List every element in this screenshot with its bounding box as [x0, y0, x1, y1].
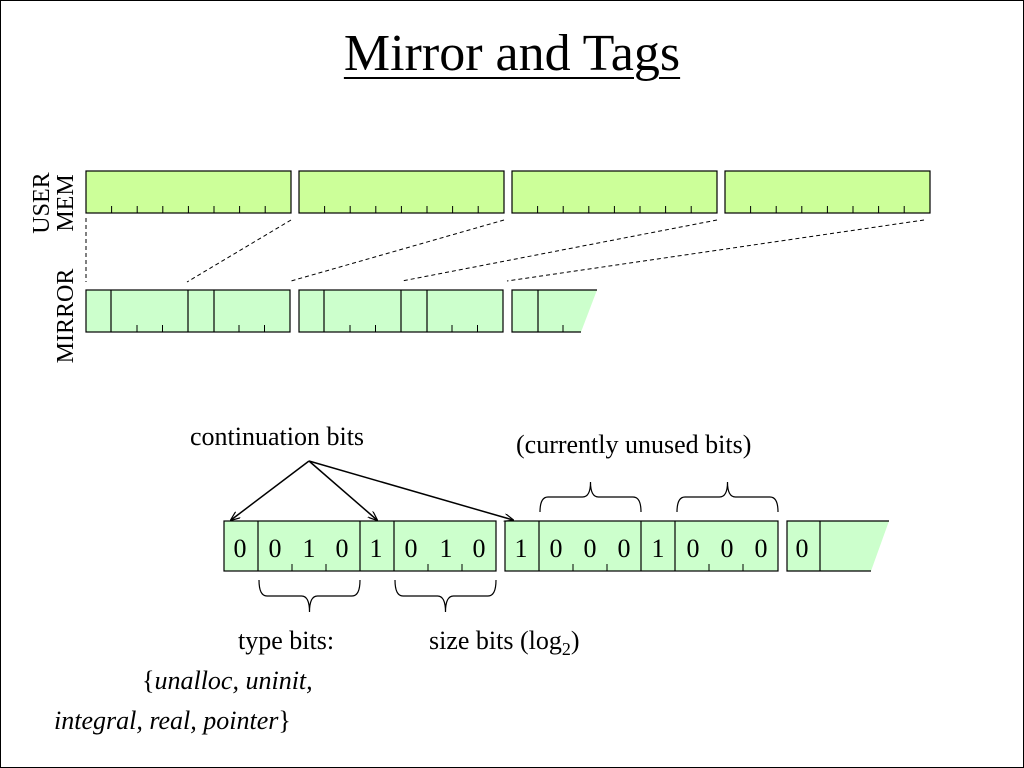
brace-up: [539, 481, 642, 513]
title-text: Mirror and Tags: [343, 25, 681, 82]
type-values-line2: integral, real, pointer}: [54, 706, 291, 736]
bit-value: 0: [721, 534, 734, 563]
bit-value: 0: [269, 534, 282, 563]
bit-value: 0: [796, 534, 809, 563]
continuation-arrow: [308, 460, 377, 520]
bit-value: 0: [405, 534, 418, 563]
mirror-block: [85, 289, 291, 333]
bit-value: 1: [652, 534, 665, 563]
bit-value: 0: [234, 534, 247, 563]
continuation-arrow: [231, 460, 310, 520]
mirror-partial-outline: [511, 289, 597, 333]
tag-byte: [504, 520, 779, 572]
continuation-arrows: [231, 460, 513, 520]
size-bits-text: size bits (log: [429, 626, 562, 655]
user-mem-block: [85, 170, 292, 214]
mapping-dashed-line: [290, 219, 505, 282]
mapping-lines: [85, 218, 925, 283]
continuation-bits-text: continuation bits: [190, 422, 365, 451]
slide-title: Mirror and Tags: [0, 22, 1024, 86]
user-mem-block: [298, 170, 505, 214]
size-bits-close-paren: ): [570, 626, 580, 655]
mirror-block: [298, 289, 504, 333]
continuation-bits-label: continuation bits: [190, 422, 364, 452]
brace-open: {: [142, 666, 155, 695]
brace-close: }: [278, 706, 291, 735]
tag-partial-fill: [787, 521, 889, 571]
mirror-row: [85, 289, 597, 333]
braces: [258, 481, 779, 613]
mapping-dashed-line: [506, 219, 925, 282]
type-values-text-1: unalloc, uninit,: [154, 666, 313, 695]
tag-byte-partial: [786, 520, 889, 572]
tag-byte: [223, 520, 497, 572]
bit-value: 1: [370, 534, 383, 563]
unused-bits-label: (currently unused bits): [516, 430, 751, 460]
size-bits-label: size bits (log2): [429, 626, 580, 664]
user-mem-block: [724, 170, 931, 214]
bit-value: 0: [584, 534, 597, 563]
bit-value: 0: [618, 534, 631, 563]
bit-value: 0: [755, 534, 768, 563]
tag-partial-outline: [786, 520, 889, 572]
bit-value: 0: [550, 534, 563, 563]
brace-down: [394, 579, 497, 613]
bit-value: 1: [303, 534, 316, 563]
mirror-partial-fill: [512, 290, 597, 332]
type-bits-label: type bits:: [238, 626, 334, 656]
bit-value: 0: [473, 534, 486, 563]
mirror-block-partial: [511, 289, 597, 333]
type-values-text-2: integral, real, pointer: [54, 706, 279, 735]
mapping-dashed-line: [401, 219, 718, 282]
unused-bits-text: (currently unused bits): [516, 430, 752, 459]
mapping-dashed-line: [186, 219, 292, 283]
brace-up: [676, 481, 779, 513]
bit-value: 0: [336, 534, 349, 563]
type-bits-text: type bits:: [238, 626, 335, 655]
bit-value: 0: [687, 534, 700, 563]
continuation-arrow: [308, 460, 513, 520]
user-mem-block: [511, 170, 718, 214]
bit-value: 1: [515, 534, 528, 563]
brace-down: [258, 579, 361, 613]
bit-value: 1: [440, 534, 453, 563]
type-values-line1: {unalloc, uninit,: [142, 666, 313, 696]
user-mem-row: [85, 170, 931, 214]
size-bits-subscript: 2: [561, 639, 571, 660]
